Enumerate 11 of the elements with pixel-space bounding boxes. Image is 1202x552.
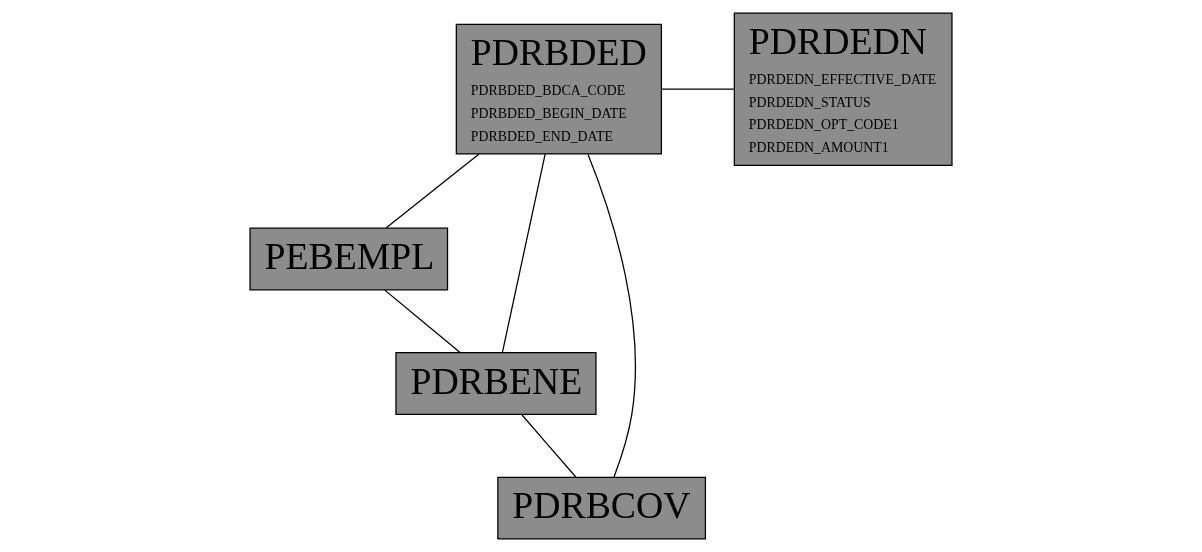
node-box: PDRDEDN PDRDEDN_EFFECTIVE_DATE PDRDEDN_STATUS PDRDEDN_OPT_CODE1 PDRDEDN_AMOUNT1 bbox=[733, 12, 953, 166]
connector bbox=[384, 289, 461, 353]
node-box: PEBEMPL bbox=[249, 227, 449, 291]
node-box: PDRBENE bbox=[395, 352, 597, 415]
connector bbox=[587, 153, 637, 478]
connector bbox=[385, 153, 480, 229]
node-box: PDRBCOV bbox=[497, 476, 707, 540]
connector bbox=[660, 88, 735, 90]
connector bbox=[521, 414, 577, 478]
connector bbox=[501, 153, 546, 354]
node-box: PDRBDED PDRBDED_BDCA_CODE PDRBDED_BEGIN_DATE PDRBDED_END_DATE bbox=[455, 23, 662, 155]
